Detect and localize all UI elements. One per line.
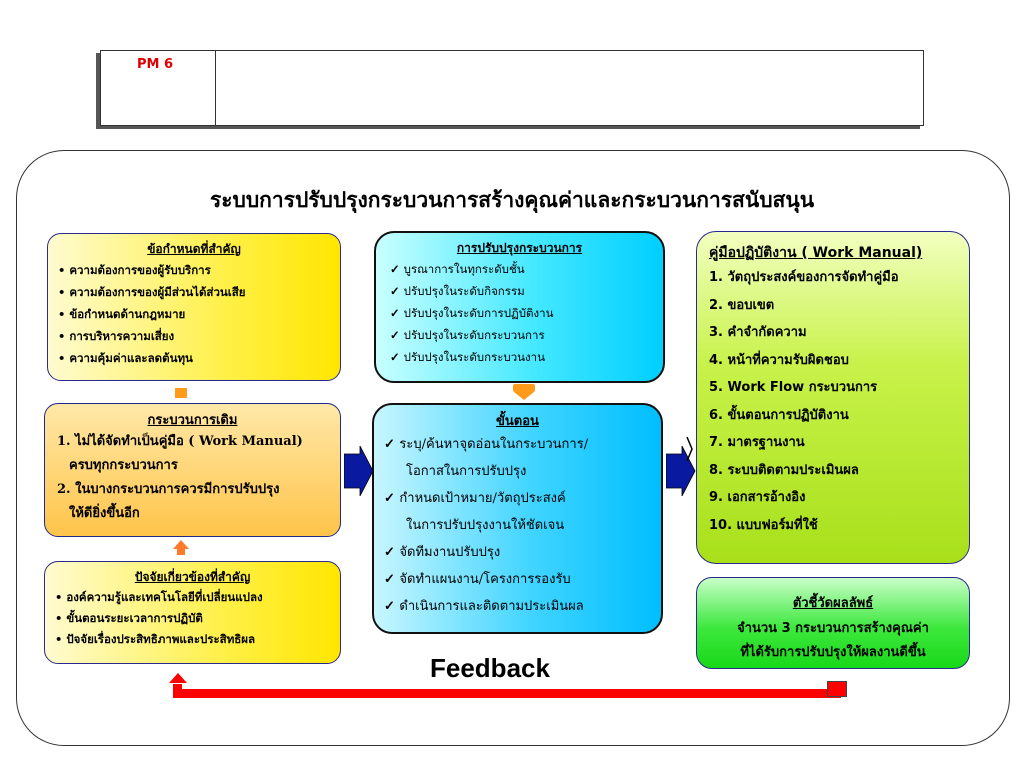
steps-heading: ขั้นตอน	[496, 414, 539, 429]
list-item: 2. ขอบเขต	[709, 297, 775, 313]
pm-header-table: PM 6	[100, 50, 924, 126]
kpi-line-1: จำนวน 3 กระบวนการสร้างคุณค่า	[737, 621, 929, 636]
list-item: 1. ไม่ได้จัดทำเป็นคู่มือ ( Work Manual)	[57, 434, 303, 449]
list-item: 4. หน้าที่ความรับผิดชอบ	[709, 352, 849, 368]
improvement-list: บูรณาการในทุกระดับชั้น ปรับปรุงในระดับกิ…	[390, 258, 649, 368]
old-process-heading: กระบวนการเดิม	[147, 413, 238, 428]
list-item: ปรับปรุงในระดับกระบวนงาน	[390, 346, 649, 368]
up-arrow-icon	[173, 540, 189, 549]
pm-label-cell: PM 6	[101, 51, 216, 125]
steps-box: ขั้นตอน ระบุ/ค้นหาจุดอ่อนในกระบวนการ/ โอ…	[372, 403, 663, 634]
list-item: 5. Work Flow กระบวนการ	[709, 380, 878, 395]
pm-label: PM 6	[137, 57, 174, 72]
list-item: กำหนดเป้าหมาย/วัตถุประสงค์	[384, 485, 651, 512]
diagram-title: ระบบการปรับปรุงกระบวนการสร้างคุณค่าและกร…	[209, 187, 815, 212]
list-item: ปรับปรุงในระดับกระบวนการ	[390, 324, 649, 346]
work-manual-heading: คู่มือปฏิบัติงาน ( Work Manual)	[709, 245, 923, 261]
list-item: 1. วัตถุประสงค์ของการจัดทำคู่มือ	[709, 270, 899, 285]
kpi-box: ตัวชี้วัดผลลัพธ์ จำนวน 3 กระบวนการสร้างค…	[696, 577, 970, 669]
feedback-line-left	[173, 684, 182, 698]
down-arrow-icon	[514, 392, 534, 400]
list-item: จัดทีมงานปรับปรุง	[384, 539, 651, 566]
list-item: โอกาสในการปรับปรุง	[406, 464, 527, 479]
feedback-start-square	[827, 681, 847, 697]
feedback-label: Feedback	[430, 653, 550, 683]
connector-tab	[513, 384, 535, 392]
list-item: ข้อกำหนดด้านกฎหมาย	[58, 303, 330, 325]
list-item: 8. ระบบติดตามประเมินผล	[709, 462, 859, 478]
list-item: ปรับปรุงในระดับกิจกรรม	[390, 280, 649, 302]
list-item: 7. มาตรฐานงาน	[709, 435, 805, 450]
list-item: ครบทุกกระบวนการ	[69, 458, 178, 473]
list-item: 9. เอกสารอ้างอิง	[709, 490, 806, 505]
list-item: ความต้องการของผู้มีส่วนได้ส่วนเสีย	[58, 281, 330, 303]
list-item: ความต้องการของผู้รับบริการ	[58, 259, 330, 281]
list-item: 6. ขั้นตอนการปฏิบัติงาน	[709, 407, 849, 423]
requirements-heading: ข้อกำหนดที่สำคัญ	[147, 242, 241, 256]
factors-heading: ปัจจัยเกี่ยวข้องที่สำคัญ	[134, 570, 251, 584]
up-arrow-stem	[177, 549, 185, 555]
steps-list: ระบุ/ค้นหาจุดอ่อนในกระบวนการ/ โอกาสในการ…	[384, 431, 651, 620]
list-item: 10. แบบฟอร์มที่ใช้	[709, 517, 818, 533]
list-item: 3. คำจำกัดความ	[709, 325, 807, 340]
chevron-right-icon	[686, 436, 693, 462]
requirements-list: ความต้องการของผู้รับบริการ ความต้องการขอ…	[58, 259, 330, 369]
list-item: องค์ความรู้และเทคโนโลยีที่เปลี่ยนแปลง	[55, 587, 330, 608]
list-item: ระบุ/ค้นหาจุดอ่อนในกระบวนการ/	[384, 431, 651, 458]
list-item: ให้ดียิ่งขึ้นอีก	[69, 506, 140, 521]
improvement-heading: การปรับปรุงกระบวนการ	[456, 241, 583, 255]
list-item: การบริหารความเสี่ยง	[58, 325, 330, 347]
factors-box: ปัจจัยเกี่ยวข้องที่สำคัญ องค์ความรู้และเ…	[44, 561, 341, 664]
list-item: 2. ในบางกระบวนการควรมีการปรับปรุง	[57, 482, 280, 497]
old-process-box: กระบวนการเดิม 1. ไม่ได้จัดทำเป็นคู่มือ (…	[44, 403, 341, 537]
work-manual-box: คู่มือปฏิบัติงาน ( Work Manual) 1. วัตถุ…	[696, 231, 970, 564]
old-process-list: 1. ไม่ได้จัดทำเป็นคู่มือ ( Work Manual) …	[57, 430, 328, 526]
requirements-box: ข้อกำหนดที่สำคัญ ความต้องการของผู้รับบริ…	[47, 233, 341, 381]
connector-square	[175, 388, 187, 398]
work-manual-list: 1. วัตถุประสงค์ของการจัดทำคู่มือ 2. ขอบเ…	[709, 264, 957, 539]
kpi-line-2: ที่ได้รับการปรับปรุงให้ผลงานดีขึ้น	[740, 645, 926, 660]
feedback-line	[173, 689, 841, 698]
factors-list: องค์ความรู้และเทคโนโลยีที่เปลี่ยนแปลง ขั…	[55, 587, 330, 650]
right-arrow-icon	[344, 446, 374, 496]
feedback-up-arrow-icon	[169, 673, 187, 683]
list-item: จัดทำแผนงาน/โครงการรองรับ	[384, 566, 651, 593]
list-item: ปรับปรุงในระดับการปฏิบัติงาน	[390, 302, 649, 324]
list-item: ความคุ้มค่าและลดต้นทุน	[58, 347, 330, 369]
list-item: บูรณาการในทุกระดับชั้น	[390, 258, 649, 280]
list-item: ปัจจัยเรื่องประสิทธิภาพและประสิทธิผล	[55, 629, 330, 650]
list-item: ขั้นตอนระยะเวลาการปฏิบัติ	[55, 608, 330, 629]
list-item: ในการปรับปรุงงานให้ชัดเจน	[406, 518, 565, 533]
kpi-heading: ตัวชี้วัดผลลัพธ์	[792, 596, 874, 611]
improvement-box: การปรับปรุงกระบวนการ บูรณาการในทุกระดับช…	[374, 231, 665, 383]
list-item: ดำเนินการและติดตามประเมินผล	[384, 593, 651, 620]
